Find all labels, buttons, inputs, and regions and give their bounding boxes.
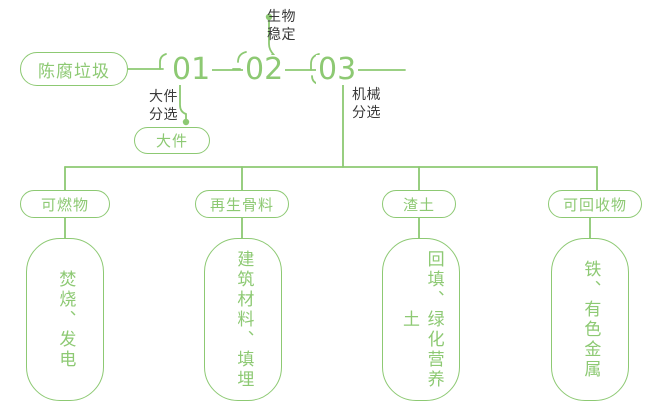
note-bio-stabilization: 生物稳定 xyxy=(267,9,296,43)
output-destination-1-label: 建筑材料、填埋 xyxy=(233,249,254,390)
side-output-bulky-label: 大件 xyxy=(155,132,188,150)
step-number-01[interactable]: 01 xyxy=(170,52,213,87)
output-destination-box-1[interactable]: 建筑材料、填埋 xyxy=(204,238,282,401)
dot-bulky-branch xyxy=(182,118,190,126)
output-category-1-label: 再生骨料 xyxy=(209,195,274,214)
note-bulky-sorting: 大件分选 xyxy=(149,89,178,123)
wire-step01-to-bulky xyxy=(179,77,187,125)
output-category-1[interactable]: 再生骨料 xyxy=(195,190,289,218)
output-destination-3-label: 铁、有色金属 xyxy=(580,259,601,380)
output-destination-box-0[interactable]: 焚烧、发电 xyxy=(26,238,104,401)
output-destination-box-2[interactable]: 回填、绿化营养土 xyxy=(382,238,460,401)
output-category-3[interactable]: 可回收物 xyxy=(548,190,642,218)
side-output-bulky[interactable]: 大件 xyxy=(134,127,210,154)
wire-step02-arc-left xyxy=(237,51,247,63)
wire-step03-arc-top xyxy=(310,53,320,71)
output-category-2[interactable]: 渣土 xyxy=(382,190,456,218)
wire-step01-arc-top xyxy=(159,53,167,70)
output-category-3-label: 可回收物 xyxy=(562,195,627,214)
output-destination-2-label: 回填、绿化营养土 xyxy=(399,249,444,390)
output-destination-0-label: 焚烧、发电 xyxy=(55,269,76,370)
output-category-0[interactable]: 可燃物 xyxy=(20,190,110,218)
step-number-02[interactable]: 02 xyxy=(243,52,286,87)
step-number-03[interactable]: 03 xyxy=(316,52,359,87)
source-node-label: 陈腐垃圾 xyxy=(38,61,110,82)
dot-bio-branch xyxy=(265,13,273,21)
wire-step03-to-bus xyxy=(311,75,344,168)
source-node[interactable]: 陈腐垃圾 xyxy=(20,52,128,86)
output-destination-box-3[interactable]: 铁、有色金属 xyxy=(551,238,629,401)
note-mechanical-sorting: 机械分选 xyxy=(352,87,381,121)
wire-step02-to-bio xyxy=(268,17,275,56)
output-category-0-label: 可燃物 xyxy=(40,195,89,214)
output-category-2-label: 渣土 xyxy=(402,195,435,214)
